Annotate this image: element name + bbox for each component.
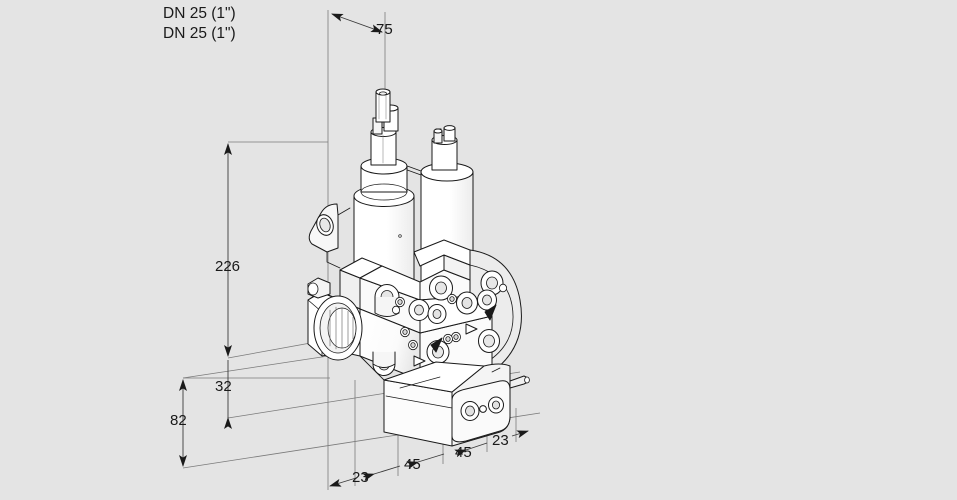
dim-line-75 <box>331 13 383 33</box>
boss-mid <box>429 275 453 301</box>
dimension-label-32: 32 <box>215 378 232 395</box>
flow-arrow-front <box>413 337 443 367</box>
dimension-label-75: 75 <box>376 21 393 38</box>
dimension-label-45-right: 45 <box>455 444 472 461</box>
dim-line-23-right-tail <box>511 430 529 439</box>
dimension-lines <box>179 13 529 487</box>
body-fasteners <box>372 270 507 376</box>
dimension-label-82: 82 <box>170 412 187 429</box>
dim-line-23-right <box>454 442 488 458</box>
test-port-d <box>477 289 497 311</box>
pressure-switch-housing <box>383 361 530 447</box>
boss-right-bottom <box>478 329 500 353</box>
test-port-a <box>408 299 430 321</box>
dim-line-45-right <box>406 453 445 470</box>
dim-line-23-left <box>329 477 357 487</box>
threaded-inlet <box>313 295 363 361</box>
boss-bottom-left <box>372 351 396 376</box>
dimension-label-226: 226 <box>215 258 241 275</box>
dimension-label-45-left: 45 <box>404 456 421 473</box>
dim-line-45-left <box>362 465 401 482</box>
test-port-b <box>427 304 447 324</box>
port-label-outlet: DN 25 (1") <box>163 25 236 42</box>
flow-arrow-rear <box>465 304 497 335</box>
test-port-c <box>456 291 478 315</box>
valve-assembly <box>307 88 530 447</box>
valve-upper-saddle <box>339 239 471 334</box>
port-label-inlet: DN 25 (1") <box>163 5 236 22</box>
dimension-label-23-right: 23 <box>492 432 509 449</box>
mounting-bracket <box>308 203 351 269</box>
dimension-label-23-left: 23 <box>352 469 369 486</box>
small-screws <box>391 283 507 351</box>
